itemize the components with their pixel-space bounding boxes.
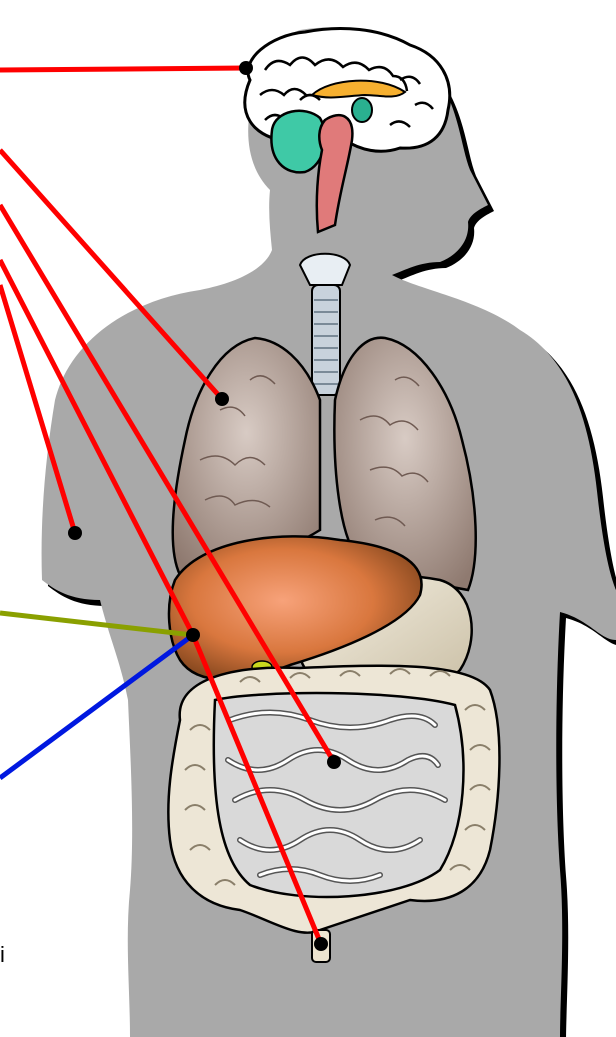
pointer-dot-arm [68, 526, 82, 540]
pointer-dot-brain [239, 61, 253, 75]
pointer-line-brain [0, 68, 246, 70]
pointer-dot-lung [215, 392, 229, 406]
pointer-dot-liver [186, 628, 200, 642]
edge-text: i [0, 944, 5, 966]
cerebellum-icon [271, 111, 325, 173]
pointer-dot-intestine [327, 755, 341, 769]
pointer-dot-rectum [314, 937, 328, 951]
